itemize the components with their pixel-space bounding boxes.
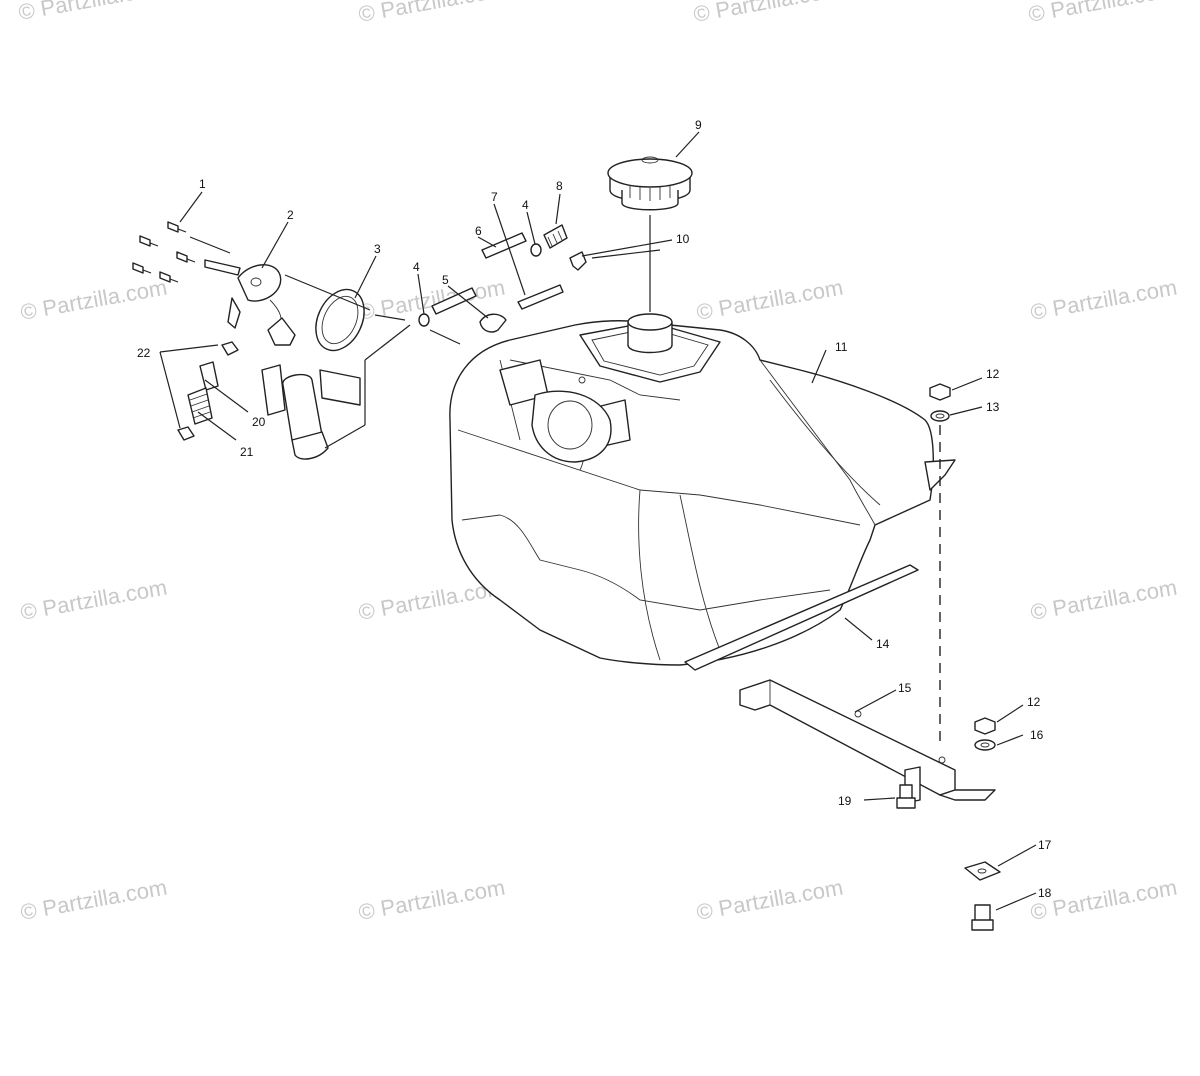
callout-7: 7 (491, 190, 498, 204)
watermark: © Partzilla.com (17, 0, 167, 25)
callout-13: 13 (986, 400, 1000, 414)
hardware (896, 383, 1001, 931)
callout-4: 4 (413, 260, 420, 274)
callout-10: 10 (676, 232, 690, 246)
fuel-tank (449, 313, 956, 666)
leader-lines (159, 131, 1037, 911)
callout-12: 12 (986, 367, 1000, 381)
callout-9: 9 (695, 118, 702, 132)
watermark: © Partzilla.com (1027, 0, 1177, 27)
callout-2: 2 (287, 208, 294, 222)
watermark: © Partzilla.com (357, 875, 507, 925)
callout-12: 12 (1027, 695, 1041, 709)
watermark: © Partzilla.com (19, 275, 169, 325)
hose-parts-20-22 (177, 341, 239, 441)
watermark: © Partzilla.com (19, 575, 169, 625)
screw-set (132, 221, 196, 283)
assembly-lines (189, 236, 661, 449)
hose-fittings (418, 224, 587, 333)
pump-gasket (315, 288, 365, 352)
callout-1: 1 (199, 177, 206, 191)
callout-16: 16 (1030, 728, 1044, 742)
watermark: © Partzilla.com (19, 875, 169, 925)
watermark: © Partzilla.com (357, 0, 507, 27)
callout-4: 4 (522, 198, 529, 212)
watermark: © Partzilla.com (695, 875, 845, 925)
mounting-bracket (739, 679, 996, 804)
callout-3: 3 (374, 242, 381, 256)
watermark: © Partzilla.com (695, 275, 845, 325)
callout-20: 20 (252, 415, 266, 429)
watermark: © Partzilla.com (1029, 575, 1179, 625)
callout-8: 8 (556, 179, 563, 193)
callout-19: 19 (838, 794, 852, 808)
callout-18: 18 (1038, 886, 1052, 900)
fuel-cap (607, 156, 693, 312)
watermark: © Partzilla.com (1029, 275, 1179, 325)
callout-17: 17 (1038, 838, 1052, 852)
callout-15: 15 (898, 681, 912, 695)
callout-6: 6 (475, 224, 482, 238)
tank-strap-pad (684, 564, 919, 671)
callout-11: 11 (835, 340, 848, 354)
watermark: © Partzilla.com (692, 0, 842, 27)
callout-14: 14 (876, 637, 890, 651)
callout-5: 5 (442, 273, 449, 287)
callout-21: 21 (240, 445, 254, 459)
callouts: 1 2 3 4 4 5 6 7 8 9 10 11 12 12 13 14 15… (137, 118, 1052, 900)
callout-22: 22 (137, 346, 151, 360)
fuel-pump-assembly (204, 259, 361, 460)
